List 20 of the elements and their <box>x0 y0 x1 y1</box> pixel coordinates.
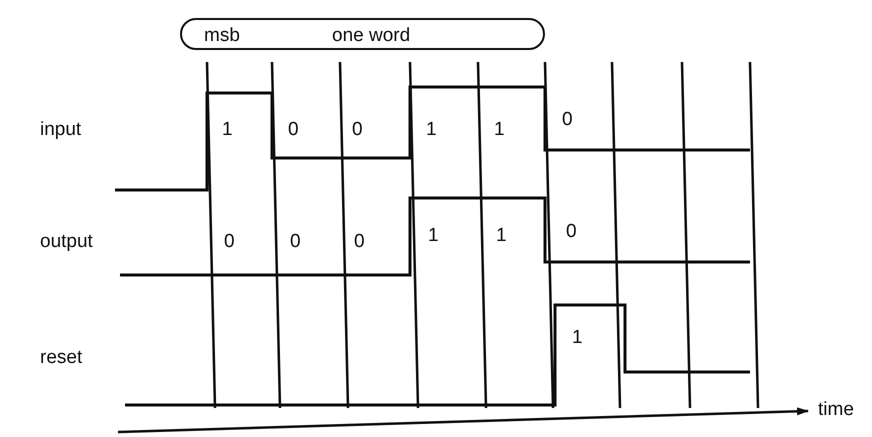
signal-name: reset <box>40 348 82 367</box>
bit-value: 0 <box>288 120 299 139</box>
bit-value: 1 <box>496 226 507 245</box>
bracket-label: one word <box>332 26 410 45</box>
bit-value: 1 <box>572 328 583 347</box>
bit-value: 1 <box>222 120 233 139</box>
signal-name: input <box>40 120 82 139</box>
axis-label: time <box>818 400 854 419</box>
bit-value: 0 <box>562 110 573 129</box>
bit-value: 1 <box>428 226 439 245</box>
bit-value: 1 <box>494 120 505 139</box>
signal-name: output <box>40 232 93 251</box>
bit-value: 0 <box>290 232 301 251</box>
word-bracket-box <box>180 18 545 50</box>
bit-value: 0 <box>224 232 235 251</box>
bit-value: 0 <box>566 222 577 241</box>
bit-value: 0 <box>352 120 363 139</box>
bit-value: 0 <box>354 232 365 251</box>
bit-value: 1 <box>426 120 437 139</box>
bracket-label: msb <box>204 26 240 45</box>
